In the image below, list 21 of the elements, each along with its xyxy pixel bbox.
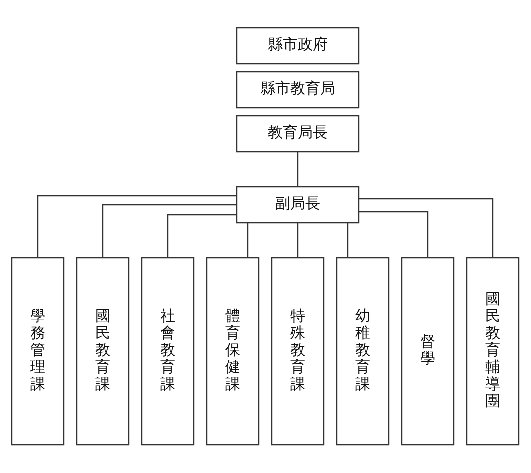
connector xyxy=(167,214,237,258)
connector xyxy=(297,152,299,187)
node-box: 教育局長 xyxy=(236,115,360,153)
node-box: 國民教育輔導團 xyxy=(466,257,520,446)
node-box: 督學 xyxy=(401,257,455,446)
node-box: 縣市政府 xyxy=(236,27,360,65)
node-box: 縣市教育局 xyxy=(236,71,360,109)
connector xyxy=(37,195,237,258)
connector xyxy=(102,204,237,258)
connector xyxy=(347,223,349,258)
node-box: 特殊教育課 xyxy=(271,257,325,446)
connector xyxy=(247,223,249,258)
node-box: 社會教育課 xyxy=(141,257,195,446)
connector xyxy=(359,211,429,258)
node-box: 副局長 xyxy=(236,186,360,224)
node-box: 幼稚教育課 xyxy=(336,257,390,446)
connector xyxy=(297,223,299,258)
connector xyxy=(359,198,494,258)
node-box: 國民教育課 xyxy=(76,257,130,446)
node-box: 學務管理課 xyxy=(11,257,65,446)
node-box: 體育保健課 xyxy=(206,257,260,446)
